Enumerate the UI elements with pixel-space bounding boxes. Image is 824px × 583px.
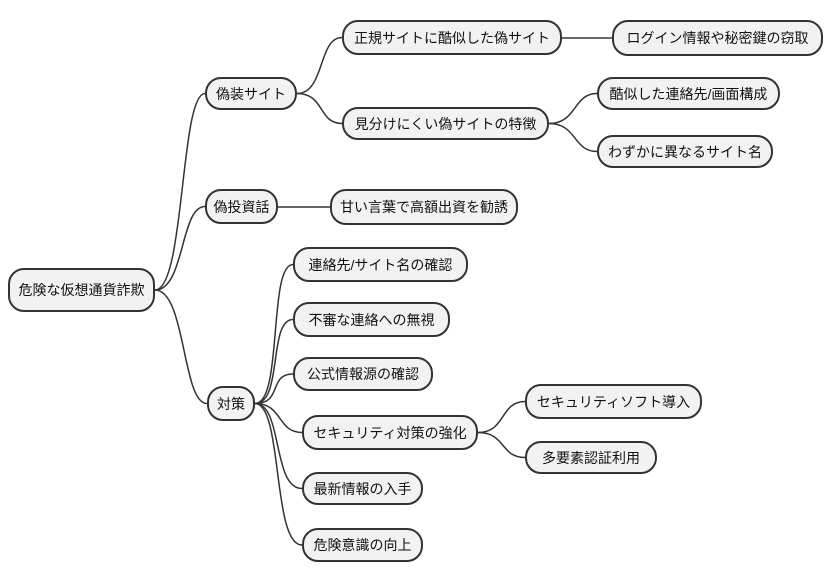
edge-countermeasures-official-sources	[254, 373, 294, 405]
node-credential-theft: ログイン情報や秘密鍵の窃取	[612, 20, 823, 56]
edge-security-mfa	[477, 431, 526, 459]
node-check-official-sources: 公式情報源の確認	[293, 357, 433, 391]
node-fake-site: 偽装サイト	[205, 77, 297, 110]
node-similar-contact-layout: 酷似した連絡先/画面構成	[597, 77, 780, 110]
edge-root-fake-investment	[154, 205, 206, 291]
edge-fake-site-lookalike	[296, 36, 343, 95]
node-mfa-usage: 多要素認証利用	[525, 441, 657, 474]
edge-countermeasures-ignore-suspicious	[254, 318, 294, 405]
node-fake-site-features: 見分けにくい偽サイトの特徴	[342, 107, 549, 140]
node-countermeasures: 対策	[207, 386, 255, 421]
edge-root-countermeasures	[154, 289, 208, 405]
node-verify-contact-sitename: 連絡先/サイト名の確認	[293, 247, 468, 282]
node-ignore-suspicious-contact: 不審な連絡への無視	[293, 302, 450, 337]
node-slightly-different-name: わずかに異なるサイト名	[597, 135, 773, 168]
node-security-software: セキュリティソフト導入	[525, 384, 702, 419]
edge-fake-site-features	[296, 92, 343, 125]
edge-countermeasures-latest-info	[254, 402, 303, 490]
edge-security-software	[477, 400, 526, 434]
edge-countermeasures-verify-contact	[254, 263, 294, 405]
node-fake-investment: 偽投資話	[205, 189, 278, 224]
node-strengthen-security: セキュリティ対策の強化	[302, 415, 478, 450]
edge-countermeasures-risk-awareness	[254, 402, 303, 546]
node-root: 危険な仮想通貨詐欺	[8, 268, 155, 312]
node-fake-site-lookalike: 正規サイトに酷似した偽サイト	[342, 20, 562, 55]
edge-countermeasures-strengthen-security	[254, 402, 303, 434]
edge-features-different-name	[548, 122, 598, 153]
node-get-latest-info: 最新情報の入手	[302, 472, 423, 505]
node-raise-risk-awareness: 危険意識の向上	[302, 528, 423, 562]
edge-features-similar-contact	[548, 92, 598, 125]
edge-root-fake-site	[154, 92, 206, 291]
node-sweet-talk-solicitation: 甘い言葉で高額出資を勧誘	[330, 189, 518, 225]
